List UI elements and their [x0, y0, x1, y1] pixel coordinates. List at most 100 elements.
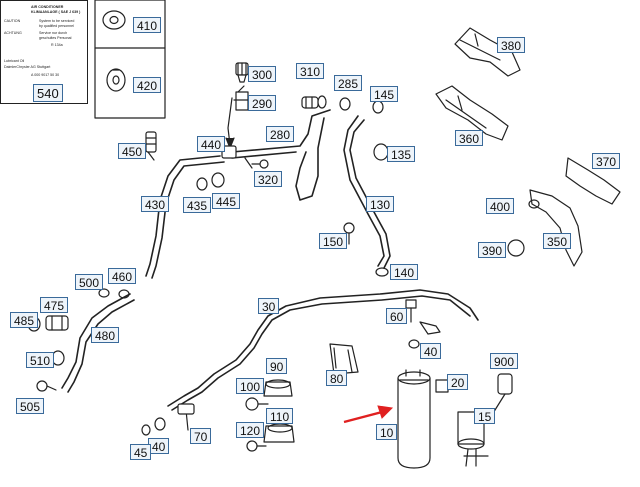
- part-callout-90[interactable]: 90: [266, 358, 288, 374]
- part-callout-280[interactable]: 280: [266, 126, 295, 142]
- part-callout-435[interactable]: 435: [183, 197, 212, 213]
- part-callout-350[interactable]: 350: [543, 233, 572, 249]
- part-callout-430[interactable]: 430: [141, 196, 170, 212]
- part-callout-110[interactable]: 110: [266, 408, 294, 424]
- bolt-part-150: [343, 222, 355, 245]
- part-callout-135[interactable]: 135: [387, 146, 416, 162]
- part-callout-140[interactable]: 140: [390, 264, 419, 280]
- o-ring-part-500: [98, 288, 110, 298]
- valve-cap-part-300: [235, 62, 249, 83]
- clip-part-90: [263, 379, 293, 397]
- part-callout-410[interactable]: 410: [133, 17, 162, 33]
- part-callout-300[interactable]: 300: [248, 66, 277, 82]
- part-callout-370[interactable]: 370: [592, 153, 621, 169]
- plate-line: A 000 9017 50 30: [31, 73, 60, 77]
- part-callout-475[interactable]: 475: [40, 297, 69, 313]
- o-ring-part-285: [339, 97, 351, 111]
- seal-cap-part-410: [102, 10, 126, 30]
- hose-part-480: [61, 293, 131, 389]
- part-callout-900[interactable]: 900: [490, 353, 519, 369]
- plate-line: DaimlerChrysler AG Stuttgart: [4, 65, 51, 69]
- leader-290: [227, 97, 233, 146]
- part-callout-40-lower[interactable]: 40: [148, 438, 170, 454]
- plate-line: geschultes Personal: [39, 36, 72, 40]
- plate-line: Service nur durch: [39, 31, 68, 35]
- grommet-part-400: [528, 199, 540, 209]
- o-ring-part-435: [196, 177, 208, 191]
- plate-line: CAUTION: [4, 19, 21, 23]
- part-callout-130[interactable]: 130: [366, 196, 395, 212]
- part-callout-500[interactable]: 500: [75, 274, 104, 290]
- bracket-part-380: [454, 27, 521, 77]
- bolt-part-100: [245, 397, 269, 411]
- clip-part-110: [263, 423, 295, 443]
- part-callout-60[interactable]: 60: [386, 308, 408, 324]
- part-callout-20[interactable]: 20: [447, 374, 469, 390]
- part-callout-285[interactable]: 285: [334, 75, 363, 91]
- part-callout-120[interactable]: 120: [236, 422, 265, 438]
- refrigerant-line-part-30: [167, 289, 479, 407]
- part-callout-390[interactable]: 390: [478, 242, 507, 258]
- part-callout-100[interactable]: 100: [236, 378, 265, 394]
- part-callout-445[interactable]: 445: [212, 193, 241, 209]
- part-callout-400[interactable]: 400: [486, 198, 515, 214]
- connector-part-70: [177, 403, 195, 415]
- bracket-part-370: [565, 157, 621, 205]
- part-callout-420[interactable]: 420: [133, 77, 162, 93]
- part-callout-460[interactable]: 460: [108, 268, 137, 284]
- valve-cap-part-420: [106, 68, 126, 92]
- o-ring-part-135: [373, 143, 389, 161]
- part-callout-290[interactable]: 290: [248, 95, 277, 111]
- part-callout-380[interactable]: 380: [497, 37, 526, 53]
- o-ring-part-140: [375, 267, 389, 277]
- bracket-part-360: [435, 85, 509, 141]
- plate-line: AIR CONDITIONER: [31, 5, 64, 9]
- connector-part-505: [36, 380, 57, 392]
- part-callout-80[interactable]: 80: [326, 370, 348, 386]
- bolt-part-120: [246, 440, 267, 452]
- part-callout-450[interactable]: 450: [118, 143, 147, 159]
- plate-line: Lubricant Oil: [4, 59, 25, 63]
- highlight-arrow: [343, 410, 383, 424]
- refrigerant-line-part-130: [343, 115, 385, 267]
- suction-hose-part-280: [231, 109, 331, 201]
- connector-part-440: [221, 145, 237, 159]
- plate-line: by qualified personnel: [39, 24, 74, 28]
- part-callout-540[interactable]: 540: [33, 84, 63, 102]
- fitting-part-40a: [408, 321, 441, 349]
- plate-line: ACHTUNG: [4, 31, 22, 35]
- fitting-part-310: [301, 95, 327, 109]
- service-port-part-450: [145, 131, 157, 161]
- part-callout-510[interactable]: 510: [26, 352, 55, 368]
- part-callout-310[interactable]: 310: [296, 63, 325, 79]
- plate-line: KLIMAANLAGE ( SAE J 639 ): [31, 10, 81, 14]
- receiver-drier-part-10: [397, 369, 431, 469]
- part-callout-480[interactable]: 480: [91, 327, 120, 343]
- part-callout-320[interactable]: 320: [254, 171, 283, 187]
- part-callout-440[interactable]: 440: [197, 136, 226, 152]
- clamp-part-475: [45, 315, 69, 331]
- bracket-part-20: [435, 379, 449, 393]
- part-callout-360[interactable]: 360: [455, 130, 484, 146]
- ac-info-plate: AIR CONDITIONER KLIMAANLAGE ( SAE J 639 …: [0, 0, 88, 104]
- part-callout-150[interactable]: 150: [319, 233, 348, 249]
- switch-part-390: [507, 239, 525, 257]
- part-callout-505[interactable]: 505: [16, 398, 45, 414]
- o-ring-part-40b: [154, 417, 166, 431]
- part-callout-485[interactable]: 485: [10, 312, 39, 328]
- plate-line: R 134a: [51, 43, 63, 47]
- plate-line: System to be serviced: [39, 19, 75, 23]
- bolt-part-60: [405, 299, 417, 323]
- part-callout-10[interactable]: 10: [376, 424, 398, 440]
- part-callout-15[interactable]: 15: [474, 408, 496, 424]
- o-ring-part-45: [141, 424, 151, 436]
- part-callout-40-upper[interactable]: 40: [420, 343, 442, 359]
- part-callout-145[interactable]: 145: [370, 86, 399, 102]
- o-ring-part-445: [211, 172, 225, 188]
- part-callout-70[interactable]: 70: [190, 428, 212, 444]
- bracket-part-80: [329, 343, 359, 375]
- part-callout-30[interactable]: 30: [258, 298, 280, 314]
- part-callout-45[interactable]: 45: [130, 444, 152, 460]
- bolt-part-320: [244, 157, 269, 169]
